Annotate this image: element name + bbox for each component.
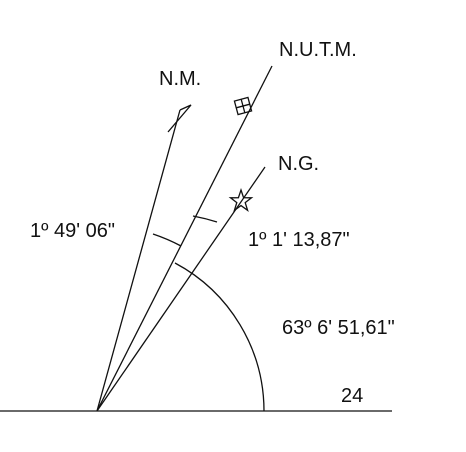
convergence-arc xyxy=(192,215,218,223)
geographic-north-line xyxy=(96,166,266,412)
geographic-north-label: N.G. xyxy=(278,153,319,175)
grid-convergence-label: 1º 1' 13,87" xyxy=(248,229,350,251)
star-icon xyxy=(228,187,254,212)
utm-north-label: N.U.T.M. xyxy=(279,39,357,61)
magnetic-north-label: N.M. xyxy=(159,68,201,90)
azimuth-arc xyxy=(174,262,265,412)
magnetic-north-line xyxy=(96,109,181,412)
grid-square-icon xyxy=(233,96,253,116)
magnetic-declination-label: 1º 49' 06" xyxy=(30,220,115,242)
utm-north-line xyxy=(96,65,273,412)
declination-arc xyxy=(152,233,182,247)
magnetic-north-arrowhead xyxy=(167,104,192,133)
baseline-number-label: 24 xyxy=(341,385,363,407)
azimuth-angle-label: 63º 6' 51,61" xyxy=(282,317,395,339)
